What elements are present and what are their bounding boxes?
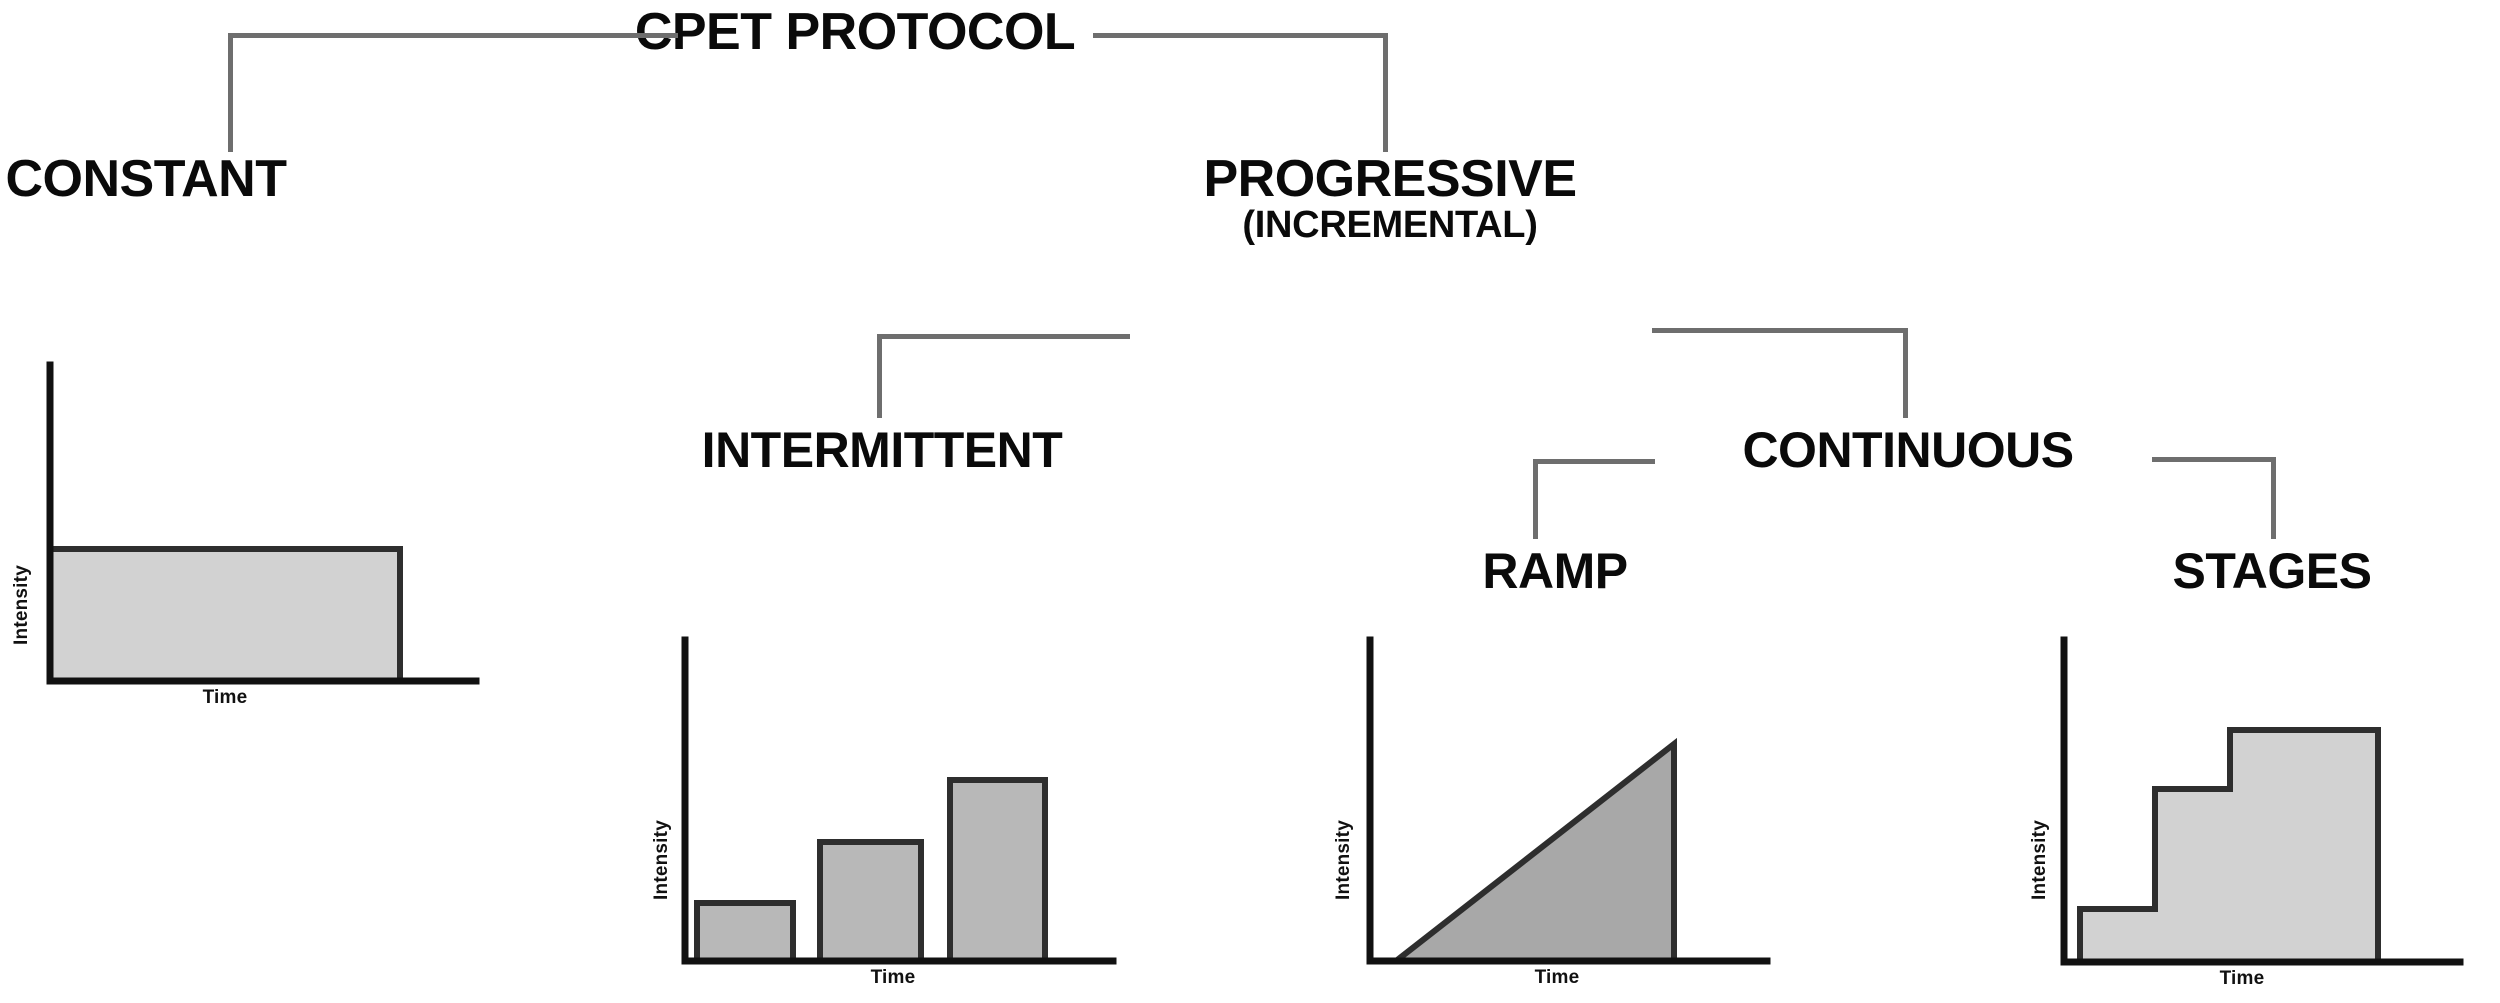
chart-ramp-svg — [1366, 636, 1771, 965]
connector-root-top-right — [1093, 33, 1388, 38]
stages-y-axis-label: Intensity — [2029, 820, 2050, 900]
node-continuous: CONTINUOUS — [1742, 422, 2074, 478]
node-progressive: PROGRESSIVE(INCREMENTAL) — [1203, 150, 1577, 247]
node-intermittent: INTERMITTENT — [701, 422, 1063, 478]
chart-ramp: Intensity Time — [1300, 636, 1820, 1003]
node-cpet-protocol: CPET PROTOCOL — [634, 3, 1076, 61]
intermittent-bar-3 — [947, 777, 1048, 964]
node-progressive-sublabel: (INCREMENTAL) — [1242, 204, 1538, 247]
connector-down-intermittent — [877, 334, 882, 418]
connector-down-continuous — [1903, 328, 1908, 418]
connector-progressive-left — [877, 334, 1130, 339]
ramp-y-axis-label: Intensity — [1333, 820, 1354, 900]
node-progressive-label: PROGRESSIVE — [1203, 150, 1577, 208]
stages-staircase — [2077, 727, 2381, 965]
chart-constant-svg — [46, 361, 480, 685]
intermittent-bar-1 — [694, 900, 796, 964]
chart-stages: Intensity Time — [2020, 636, 2480, 1003]
stages-axes — [2060, 636, 2464, 966]
connector-root-down-progressive — [1383, 33, 1388, 152]
connector-down-stages — [2271, 457, 2276, 539]
connector-down-ramp — [1533, 459, 1538, 539]
intermittent-y-axis-label: Intensity — [651, 820, 672, 900]
connector-progressive-right — [1652, 328, 1908, 333]
chart-stages-svg — [2060, 636, 2464, 966]
stages-x-axis-label: Time — [2219, 968, 2265, 989]
connector-continuous-right — [2152, 457, 2276, 462]
intermittent-x-axis-label: Time — [870, 967, 916, 988]
intermittent-axes — [681, 636, 1117, 965]
chart-intermittent-svg — [681, 636, 1117, 965]
ramp-intensity-triangle — [1387, 737, 1677, 964]
connector-root-down-constant — [228, 33, 233, 152]
node-stages: STAGES — [2172, 543, 2372, 599]
connector-continuous-left — [1533, 459, 1655, 464]
chart-intermittent: Intensity Time — [650, 636, 1150, 1003]
constant-axes — [46, 361, 480, 685]
ramp-x-axis-label: Time — [1534, 967, 1580, 988]
constant-x-axis-label: Time — [202, 687, 248, 708]
constant-intensity-block — [47, 546, 403, 684]
connector-root-top-left — [228, 33, 678, 38]
ramp-axes — [1366, 636, 1771, 965]
node-constant: CONSTANT — [5, 150, 287, 208]
constant-y-axis-label: Intensity — [11, 565, 32, 645]
chart-constant: Intensity Time — [0, 355, 500, 708]
intermittent-bar-2 — [817, 839, 924, 964]
node-ramp: RAMP — [1482, 543, 1628, 599]
